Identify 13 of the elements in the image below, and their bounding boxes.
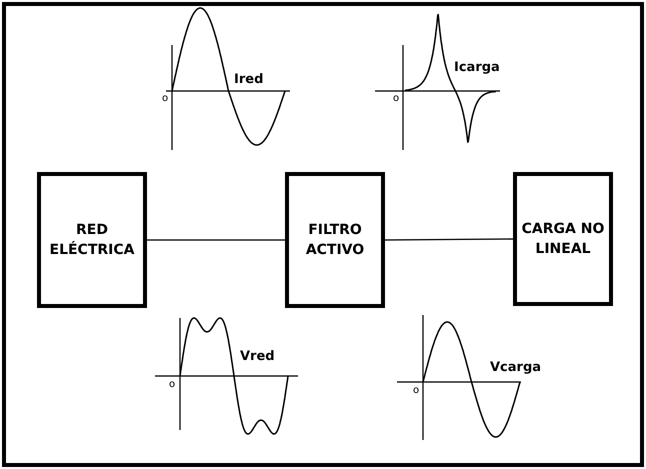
origin-label: o: [169, 380, 176, 390]
origin-label: o: [162, 94, 168, 104]
waveform-label: Icarga: [454, 60, 500, 75]
connector-line: [385, 238, 513, 241]
waveform-label: Ired: [234, 72, 264, 87]
origin-label: o: [393, 94, 400, 104]
origin-label: o: [413, 386, 420, 396]
block-box: FILTRO ACTIVO: [285, 172, 385, 308]
connector-line: [147, 239, 285, 241]
block-box: RED ELÉCTRICA: [37, 172, 147, 308]
waveform-label: Vcarga: [490, 360, 542, 375]
block-box: CARGA NO LINEAL: [513, 172, 613, 306]
waveform-label: Vred: [240, 349, 275, 364]
